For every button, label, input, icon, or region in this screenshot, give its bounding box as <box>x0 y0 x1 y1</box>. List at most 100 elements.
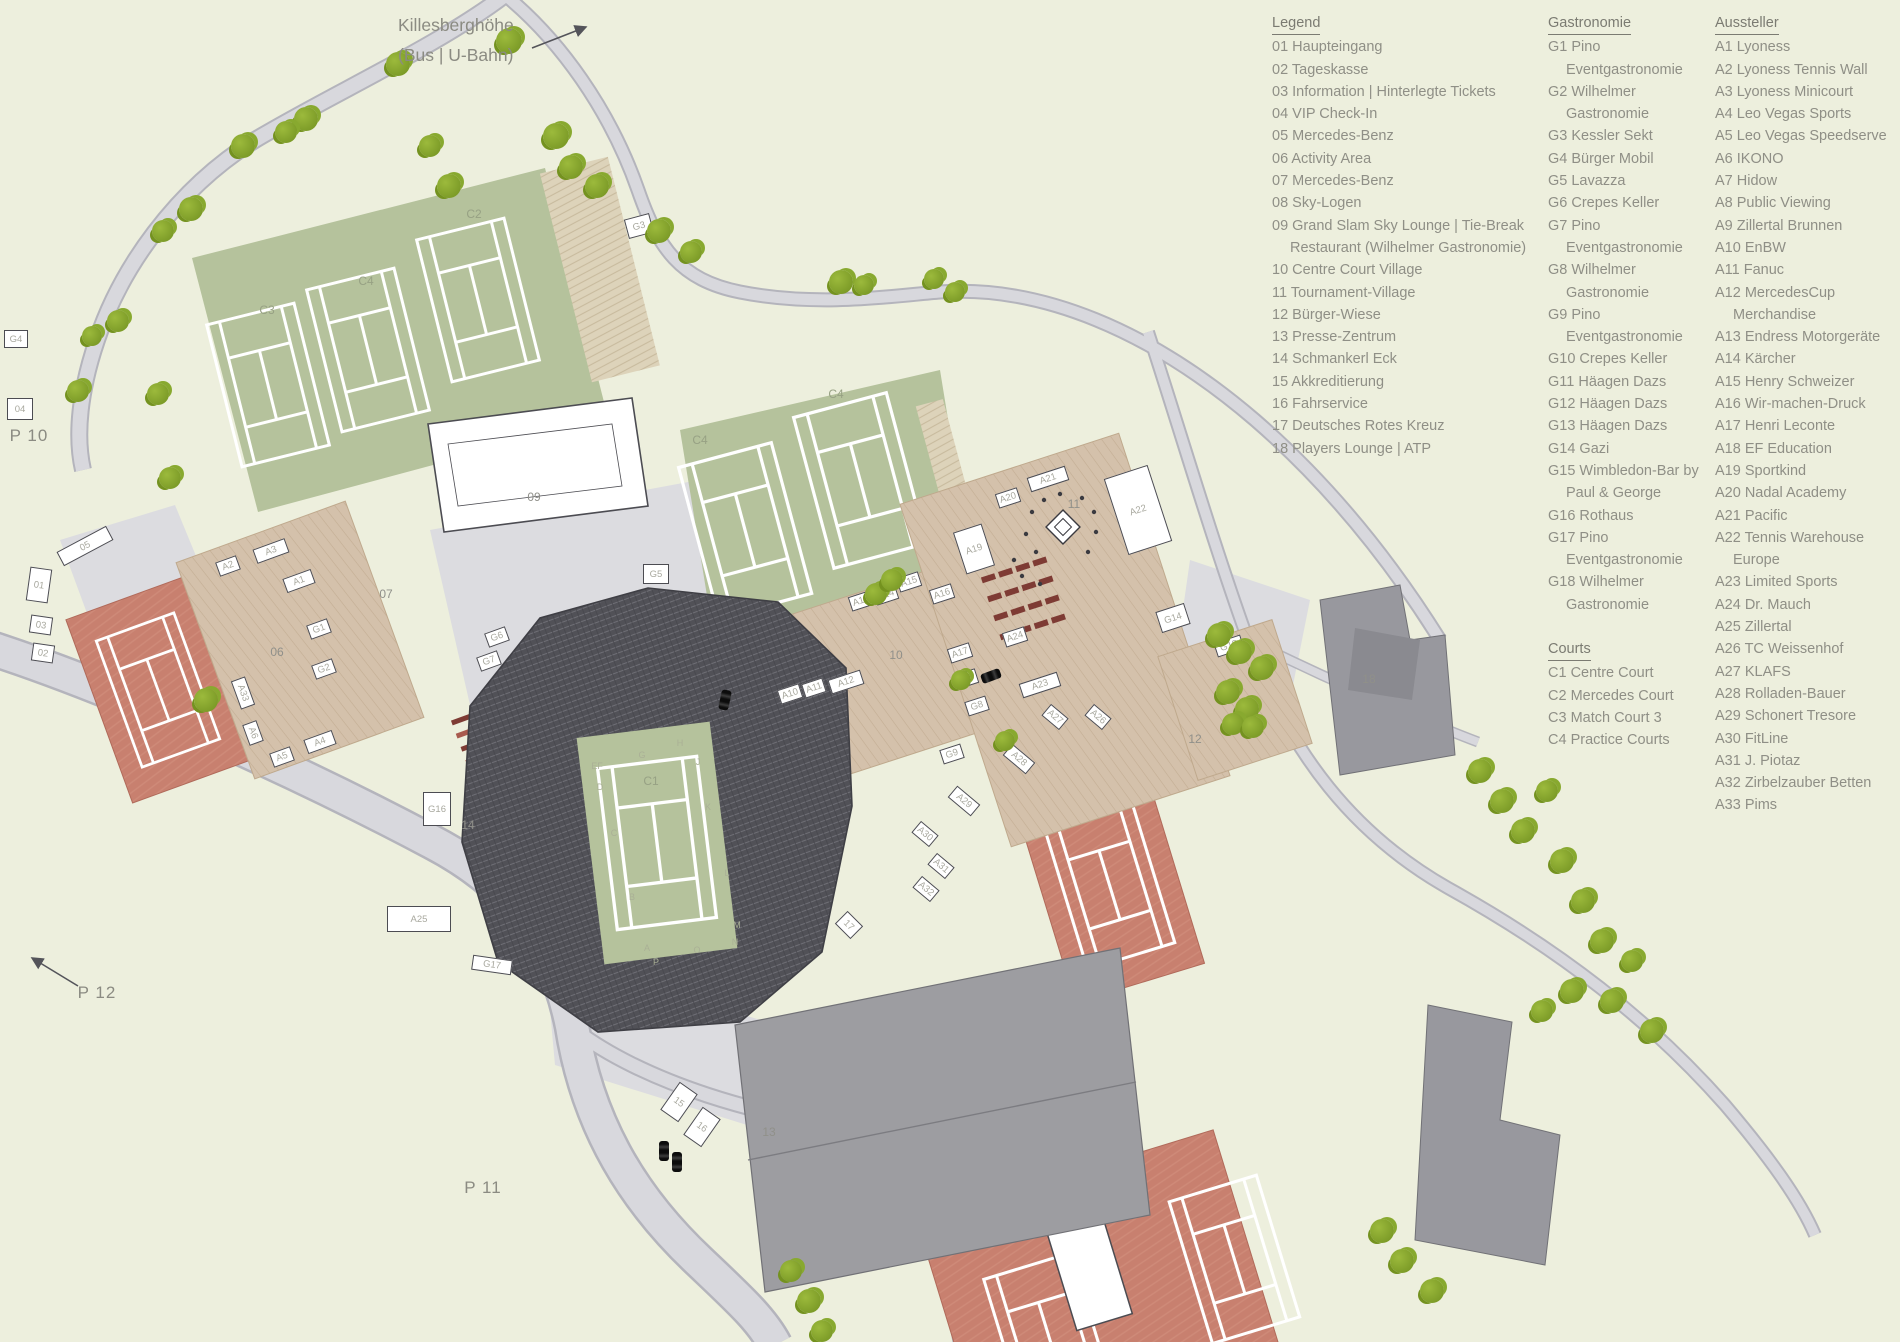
tree-icon <box>1370 1219 1394 1243</box>
building-marker: A31 <box>927 852 955 880</box>
aussteller-item: A20 Nadal Academy <box>1715 485 1847 502</box>
court-item: C1 Centre Court <box>1548 665 1654 682</box>
building-marker: A23 <box>1018 671 1062 699</box>
stand-section-label: J <box>695 757 701 767</box>
aussteller-item: A31 J. Piotaz <box>1715 752 1801 769</box>
tree-icon <box>585 174 609 198</box>
building-marker: G16 <box>423 792 451 826</box>
legend-item: 11 Tournament-Village <box>1272 284 1416 301</box>
gastronomie-item: G10 Crepes Keller <box>1548 351 1668 368</box>
tree-icon <box>865 583 887 605</box>
building-marker: 17 <box>834 910 864 940</box>
legend-item: 01 Haupteingang <box>1272 39 1383 56</box>
aussteller-item: A9 Zillertal Brunnen <box>1715 217 1843 234</box>
car-icon <box>979 667 1003 685</box>
tree-icon <box>147 383 169 405</box>
legend-title: Legend <box>1272 12 1321 36</box>
court-label: C4 <box>358 274 374 288</box>
aussteller-item: A2 Lyoness Tennis Wall <box>1715 61 1868 78</box>
station-name: Killesberghöhe <box>398 15 514 35</box>
legend-item: 14 Schmankerl Eck <box>1272 351 1397 368</box>
courts-title: Courts <box>1548 638 1591 662</box>
building-marker: 15 <box>660 1081 698 1123</box>
stand-section-label: C <box>610 828 618 838</box>
tree-icon <box>1531 1000 1553 1022</box>
aussteller-item: A12 MercedesCup Merchandise <box>1715 284 1836 323</box>
aussteller-item: A16 Wir-machen-Druck <box>1715 396 1866 413</box>
tree-icon <box>543 123 569 149</box>
gastronomie-item: G16 Rothaus <box>1548 507 1634 524</box>
tree-icon <box>275 121 297 143</box>
tree-icon <box>924 269 944 289</box>
tree-icon <box>1228 640 1252 664</box>
aussteller-item: A33 Pims <box>1715 797 1778 814</box>
building-marker: G8 <box>964 695 990 717</box>
aussteller-item: A28 Rolladen-Bauer <box>1715 685 1846 702</box>
gastronomie-item: G12 Häagen Dazs <box>1548 396 1668 413</box>
stand-section-label: K <box>704 802 712 812</box>
gastronomie-title: Gastronomie <box>1548 12 1632 36</box>
aussteller-item: A5 Leo Vegas Speedserve <box>1715 128 1887 145</box>
building-marker: A32 <box>912 875 940 903</box>
tree-icon <box>680 241 702 263</box>
tree-icon <box>179 197 203 221</box>
parking-label: P 11 <box>464 1178 502 1197</box>
tree-icon <box>945 282 965 302</box>
gastronomie-item: G3 Kessler Sekt <box>1548 128 1653 145</box>
aussteller-item: A24 Dr. Mauch <box>1715 596 1811 613</box>
tree-icon <box>496 28 522 54</box>
aussteller-item: A25 Zillertal <box>1715 619 1792 636</box>
aussteller-item: A32 Zirbelzauber Betten <box>1715 775 1872 792</box>
building-marker: 16 <box>683 1106 721 1148</box>
building-marker: G7 <box>476 650 502 672</box>
building-marker: G1 <box>306 618 332 640</box>
tree-icon <box>194 688 218 712</box>
building-marker: A17 <box>946 642 974 664</box>
aussteller-item: A10 EnBW <box>1715 239 1786 256</box>
legend-item: 15 Akkreditierung <box>1272 373 1385 390</box>
tree-icon <box>294 107 318 131</box>
tree-icon <box>419 135 441 157</box>
area-label: 12 <box>1188 732 1202 746</box>
legend-item: 07 Mercedes-Benz <box>1272 173 1394 190</box>
building-marker: 05 <box>56 525 114 567</box>
tree-icon <box>647 219 671 243</box>
stand-section-label: M <box>733 920 741 930</box>
tree-icon <box>1490 789 1514 813</box>
tree-icon <box>386 52 410 76</box>
court-label: C2 <box>466 207 482 221</box>
tree-icon <box>1571 889 1595 913</box>
stand-section-label: O <box>693 945 701 955</box>
legend-item: 05 Mercedes-Benz <box>1272 128 1394 145</box>
tree-icon <box>797 1289 821 1313</box>
building-marker: A30 <box>911 820 939 848</box>
tree-icon <box>1536 780 1558 802</box>
gastronomie-item: G6 Crepes Keller <box>1548 195 1660 212</box>
court-label: C4 <box>692 433 708 447</box>
building-marker: A27 <box>1041 703 1069 731</box>
court-item: C2 Mercedes Court <box>1548 687 1674 704</box>
stand-section-label: L <box>724 868 730 878</box>
building-marker: G2 <box>311 658 337 680</box>
building-marker: A26 <box>1084 703 1112 731</box>
stand-section-label: EF <box>591 761 603 771</box>
building-marker: A25 <box>387 906 451 932</box>
tree-icon <box>1550 849 1574 873</box>
tree-icon <box>107 310 129 332</box>
centre-court-stadium <box>461 587 853 1033</box>
aussteller-item: A30 FitLine <box>1715 730 1789 747</box>
building-marker: G4 <box>4 330 28 348</box>
parking-label: P 10 <box>9 426 49 445</box>
court-item: C3 Match Court 3 <box>1548 709 1662 726</box>
legend-item: 03 Information | Hinterlegte Tickets <box>1272 83 1496 100</box>
building-marker: 04 <box>7 398 33 420</box>
gastronomie-item: G9 Pino Eventgastronomie <box>1548 306 1683 346</box>
area-label: 18 <box>1362 672 1376 686</box>
building-marker: G17 <box>471 954 513 976</box>
tree-icon <box>1560 979 1584 1003</box>
aussteller-item: A18 EF Education <box>1715 440 1832 457</box>
